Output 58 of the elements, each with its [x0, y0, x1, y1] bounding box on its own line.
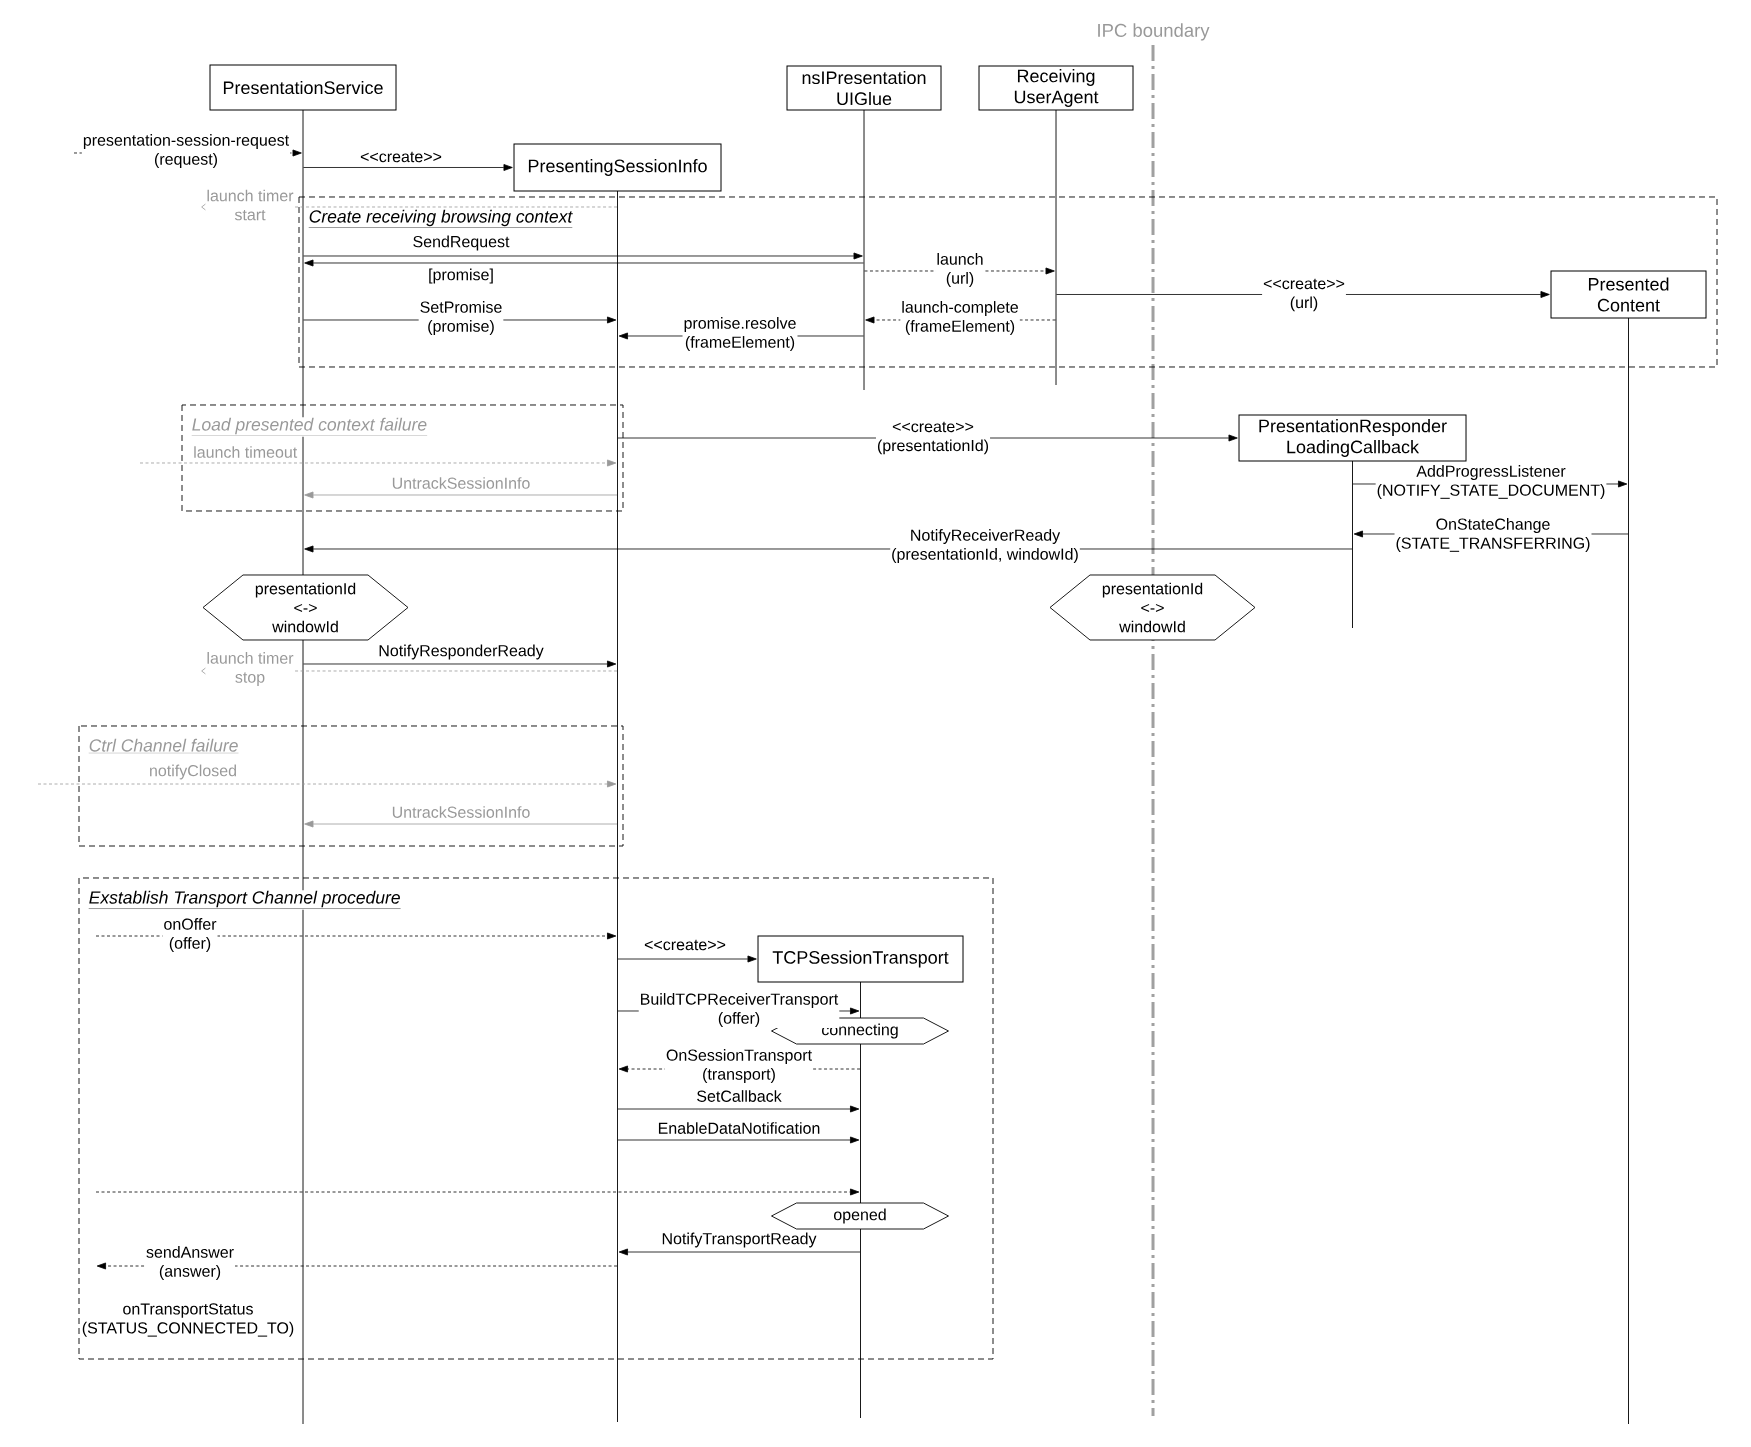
edge-label: <<create>> (url) [1262, 277, 1346, 313]
message-arrow [617, 1136, 860, 1144]
edge-label: launch (url) [935, 252, 985, 288]
edge-label: BuildTCPReceiverTransport (offer) [638, 992, 840, 1028]
participant-box: Receiving UserAgent [978, 65, 1134, 111]
edge-label: onOffer (offer) [162, 917, 218, 953]
edge-label: sendAnswer (answer) [145, 1245, 236, 1281]
participant-box: PresentingSessionInfo [513, 143, 722, 192]
edge-label: UntrackSessionInfo [390, 805, 532, 819]
fragment-title: Ctrl Channel failure [88, 738, 239, 755]
message-arrow [304, 491, 618, 499]
participant-box: TCPSessionTransport [757, 935, 964, 983]
message-arrow [37, 780, 617, 788]
edge-label: launch timeout [192, 445, 299, 459]
edge-label: launch timer start [205, 188, 295, 222]
state-hexagon: opened [771, 1202, 949, 1230]
note-text: onTransportStatus (STATUS_CONNECTED_TO) [81, 1303, 295, 1337]
boundary-label: IPC boundary [1095, 22, 1211, 42]
fragment-title: Exstablish Transport Channel procedure [88, 890, 402, 910]
state-hexagon: presentationId <-> windowId [202, 574, 409, 641]
edge-label: launch timer stop [205, 651, 295, 687]
edge-label: SetPromise (promise) [418, 300, 504, 336]
participant-box: Presented Content [1550, 270, 1707, 319]
message-arrow [139, 459, 617, 467]
message-arrow [304, 259, 864, 267]
edge-label: <<create>> [359, 150, 443, 164]
edge-label: OnStateChange (STATE_TRANSFERRING) [1394, 517, 1592, 553]
edge-label: promise.resolve (frameElement) [682, 316, 798, 352]
participant-box: nsIPresentation UIGlue [786, 65, 942, 111]
edge-label: <<create>> [643, 938, 727, 952]
fragment-title: Create receiving browsing context [308, 209, 573, 229]
edge-label: launch-complete (frameElement) [900, 300, 1020, 336]
edge-label: SendRequest [411, 234, 511, 252]
edge-label: presentation-session-request (request) [81, 133, 291, 169]
message-arrow [303, 660, 617, 668]
edge-label: UntrackSessionInfo [390, 476, 532, 490]
message-arrow [617, 955, 757, 963]
state-hexagon: presentationId <-> windowId [1049, 574, 1256, 641]
fragment-title: Load presented context failure [191, 417, 428, 437]
message-arrow [304, 820, 618, 828]
edge-label: OnSessionTransport (transport) [664, 1048, 814, 1084]
edge-label: SetCallback [695, 1089, 783, 1103]
edge-label: NotifyReceiverReady (presentationId, windowId) [890, 528, 1080, 564]
edge-label: AddProgressListener (NOTIFY_STATE_DOCUMENT) [1375, 464, 1607, 500]
edge-label: notifyClosed [148, 763, 239, 781]
message-arrow [303, 164, 513, 171]
edge-label: [promise] [427, 267, 495, 285]
message-arrow [618, 1248, 861, 1256]
edge-label: NotifyResponderReady [377, 643, 545, 661]
message-arrow [617, 1105, 860, 1113]
edge-label: NotifyTransportReady [660, 1231, 818, 1249]
message-arrow [95, 932, 617, 940]
edge-label: EnableDataNotification [656, 1121, 822, 1135]
edge-label: <<create>> (presentationId) [876, 420, 991, 456]
message-arrow [303, 252, 863, 260]
participant-box: PresentationResponder LoadingCallback [1238, 414, 1467, 462]
message-arrow [95, 1188, 860, 1196]
participant-box: PresentationService [209, 64, 397, 111]
